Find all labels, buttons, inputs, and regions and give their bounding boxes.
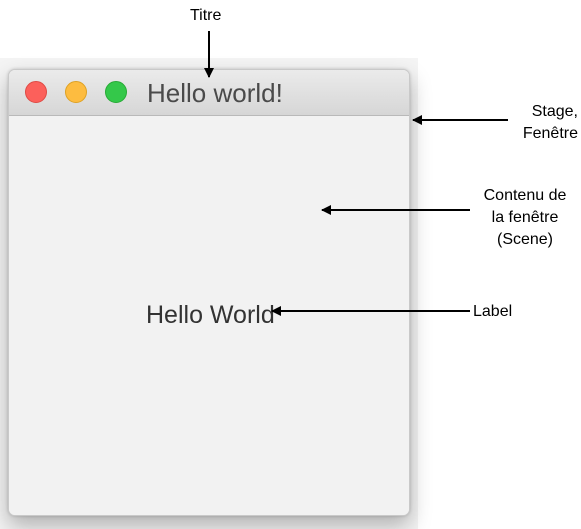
annotation-stage: Stage, Fenêtre [500,101,578,145]
annotation-stage-line1: Stage, [531,103,578,120]
minimize-button[interactable] [65,81,87,103]
annotation-scene-line1: Contenu de [483,187,567,204]
window-title: Hello world! [147,78,283,108]
annotation-scene-line3: (Scene) [496,231,554,248]
annotation-stage-line2: Fenêtre [522,125,578,142]
annotation-scene-line2: la fenêtre [491,209,559,226]
app-window: Hello world! Hello World [8,69,410,516]
annotation-label: Label [473,303,513,320]
maximize-button[interactable] [105,81,127,103]
scene-content: Hello World [9,116,409,515]
annotation-title: Titre [190,7,222,24]
annotation-scene: Contenu de la fenêtre (Scene) [474,185,576,251]
close-button[interactable] [25,81,47,103]
hello-label: Hello World [146,301,275,329]
